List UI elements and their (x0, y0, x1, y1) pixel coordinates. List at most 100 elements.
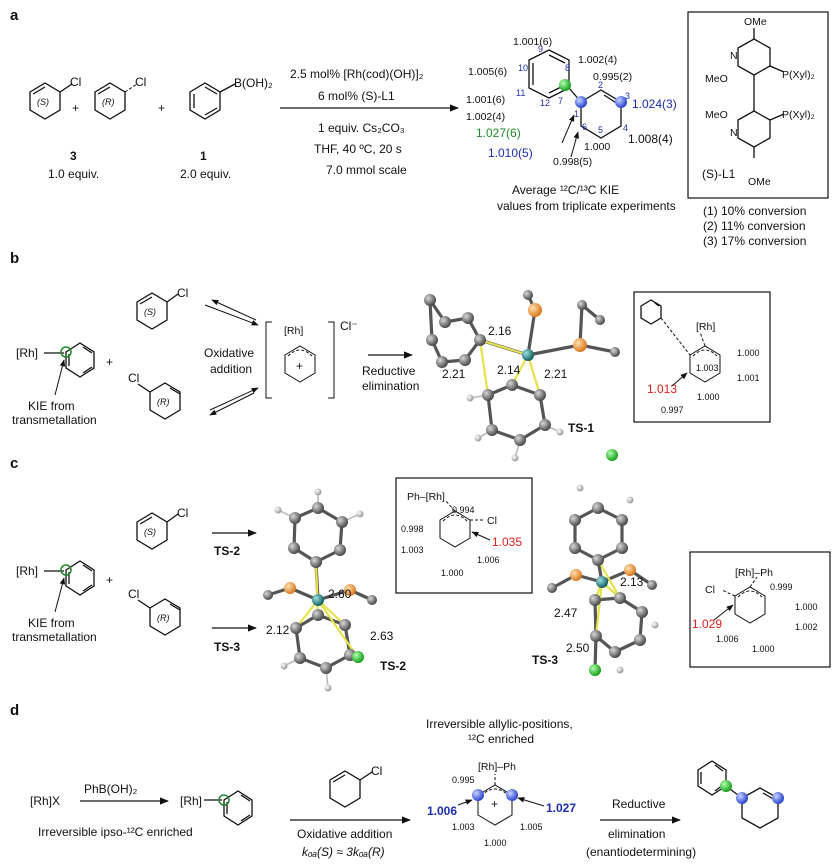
c6-pointer (570, 131, 579, 158)
chloride-b: Cl⁻ (340, 319, 358, 333)
ligand-pxyl-top: P(Xyl)₂ (782, 69, 815, 81)
cl-s-b: Cl (177, 286, 188, 300)
plus-b: + (106, 355, 113, 369)
ligand-name: (S)-L1 (702, 167, 736, 181)
irreversible-ipso-label: Irreversible ipso-¹²C enriched (38, 825, 193, 839)
inset-structure-c3 (721, 576, 766, 624)
condition-ligand: 6 mol% (S)-L1 (318, 89, 395, 103)
oxidative-addition-d: Oxidative addition (297, 827, 392, 841)
inset-box-c3 (689, 551, 831, 668)
atom-num-6: 6 (582, 122, 587, 132)
inset-c2-v3: 1.003 (401, 545, 424, 555)
atom-num-3: 3 (625, 91, 630, 101)
plus-c: + (106, 573, 113, 587)
equilibrium-arrow-top-2 (211, 299, 257, 321)
kie-average-caption-2: values from triplicate experiments (497, 199, 676, 213)
equilibrium-arrow-bottom-2 (209, 392, 255, 416)
ts3-arrow-label: TS-3 (214, 640, 240, 654)
inset-b-v6: 1.000 (697, 392, 720, 402)
compound-1-number: 1 (200, 149, 207, 163)
kie-c2: 0.995(2) (593, 71, 632, 83)
v-bot-d: 1.000 (484, 838, 507, 848)
phenylboronic-acid: B(OH)₂ (189, 76, 273, 120)
plus-sign-1: + (72, 101, 79, 115)
rhx-label: [Rh]X (30, 794, 60, 808)
ligand-box (687, 11, 829, 199)
rh-label-b: [Rh] (16, 346, 38, 360)
plus-sign-2: + (158, 101, 165, 115)
atom-num-2: 2 (598, 80, 603, 90)
dist-c2-3: 2.63 (370, 629, 394, 643)
phb-label: PhB(OH)₂ (84, 782, 138, 796)
chloro-label-r: Cl (135, 75, 146, 89)
ts1-label: TS-1 (568, 421, 594, 435)
equilibrium-arrow-top-1 (204, 304, 259, 326)
v-left-d: 1.006 (427, 804, 457, 818)
dist-c3-3: 2.50 (566, 641, 590, 655)
plus-charge-b: + (296, 359, 303, 373)
kie-c6: 0.998(5) (553, 156, 592, 168)
panel-label-b: b (10, 250, 19, 267)
cl-r-b: Cl (128, 371, 139, 385)
inset-c3-v2: 1.000 (795, 602, 818, 612)
r-label-c: (R) (157, 613, 170, 623)
compound-1-equiv: 2.0 equiv. (180, 167, 231, 181)
rh-label-d: [Rh] (180, 794, 202, 808)
dist-b-3: 2.14 (497, 363, 521, 377)
atom-num-1: 1 (574, 109, 579, 119)
inset-box-b (633, 291, 771, 423)
inset-c3-cl: Cl (705, 584, 715, 596)
irreversible-allylic-2: ¹²C enriched (468, 732, 534, 746)
inset-c2-cl: Cl (487, 515, 497, 527)
condition-solvent: THF, 40 ºC, 20 s (314, 142, 402, 156)
dist-c2-1: 2.60 (328, 587, 352, 601)
kie-from-c: KIE from (28, 616, 75, 630)
conversion-note-2: (2) 11% conversion (703, 219, 806, 233)
atom-num-12: 12 (540, 98, 550, 108)
inset-c3-v6: 1.000 (752, 644, 775, 654)
dist-b-2: 2.21 (442, 367, 466, 381)
transmetallation-c: transmetallation (12, 630, 97, 644)
kie-c1: 1.010(5) (488, 146, 533, 160)
ligand-structure (737, 28, 785, 158)
ts3-label: TS-3 (532, 653, 558, 667)
rhph-label-d: [Rh]–Ph (478, 761, 516, 773)
ts2-arrow-label: TS-2 (214, 544, 240, 558)
cl-r-c: Cl (128, 587, 139, 601)
kie-average-caption-1: Average ¹²C/¹³C KIE (512, 183, 619, 197)
inset-b-rh: [Rh] (696, 321, 715, 333)
kie-c5: 1.000 (584, 141, 610, 153)
v-bl-d: 1.003 (452, 822, 475, 832)
dist-c3-1: 2.13 (620, 575, 644, 589)
v-top-d: 0.995 (452, 775, 475, 785)
v-left-pointer (457, 799, 473, 806)
ligand-ome-top: OMe (744, 16, 767, 28)
boronic-label: B(OH)₂ (234, 76, 273, 90)
kie-c4: 1.008(4) (628, 132, 673, 146)
c1-atom-marker (575, 96, 587, 108)
v-right-pointer (517, 797, 545, 807)
v-br-d: 1.005 (520, 822, 543, 832)
cl-d: Cl (371, 764, 382, 778)
dist-c2-2: 2.12 (266, 623, 290, 637)
inset-c2-v2: 0.998 (401, 524, 424, 534)
inset-b-v1: 1.003 (696, 363, 719, 373)
inset-c2-pointer (471, 531, 491, 541)
inset-box-c2 (395, 477, 533, 594)
inset-b-v5: 0.997 (661, 405, 684, 415)
allyl-rh-intermediate-b: [Rh] + (265, 321, 335, 399)
oxidative-b-1: Oxidative (204, 346, 254, 360)
inset-b-pointer (671, 372, 688, 387)
kie-c11: 1.001(6) (466, 94, 505, 106)
conversion-note-3: (3) 17% conversion (703, 234, 806, 248)
kie-c10: 1.005(6) (468, 66, 507, 78)
inset-c3-v3: 1.002 (795, 622, 818, 632)
atom-num-5: 5 (598, 125, 603, 135)
reductive-d-3: (enantiodetermining) (586, 845, 696, 859)
ligand-ome-bottom: OMe (748, 176, 771, 188)
inset-structure-b (640, 299, 721, 383)
compound-3-equiv: 1.0 equiv. (48, 167, 99, 181)
condition-catalyst: 2.5 mol% [Rh(cod)(OH)]₂ (290, 67, 424, 81)
inset-c2-v4: 1.035 (492, 535, 522, 549)
